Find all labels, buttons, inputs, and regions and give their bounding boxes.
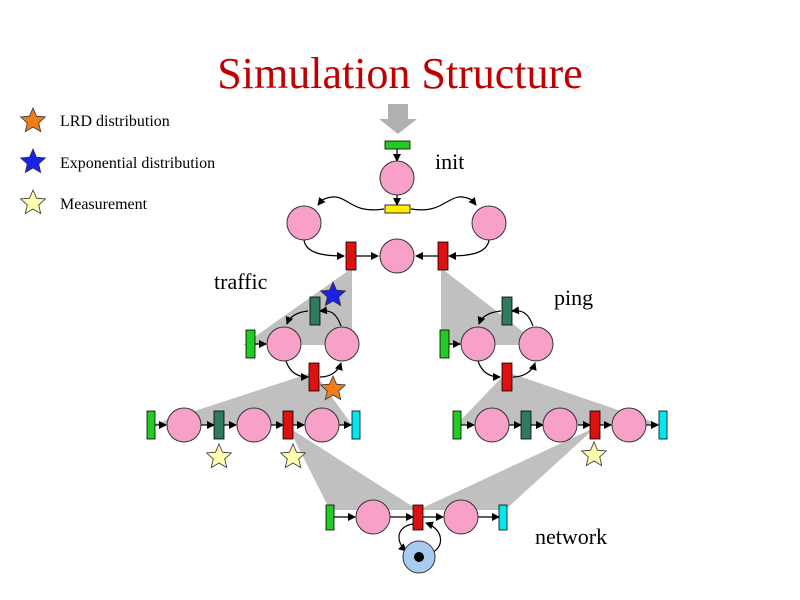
transition-ping-row-in: [452, 410, 462, 440]
section-label-network: network: [535, 524, 607, 549]
section-label-init: init: [435, 149, 464, 174]
arc: [477, 360, 501, 381]
orange-star-icon: [319, 374, 347, 401]
arc: [319, 306, 342, 327]
transition-traffic-upper: [309, 296, 321, 326]
arc: [303, 239, 345, 260]
transition-ping-row-red: [589, 410, 601, 440]
transition-init-join-right: [437, 241, 449, 271]
arc: [285, 310, 309, 325]
arc: [448, 239, 490, 260]
place-traffic-row-1: [166, 407, 202, 443]
place-ping-row-2: [542, 407, 578, 443]
place-ping-row-3: [611, 407, 647, 443]
arc: [285, 360, 309, 381]
places: [166, 160, 647, 535]
yellow-star-icon: [279, 442, 307, 469]
transition-ping-lower: [501, 362, 513, 392]
place-traffic-left: [266, 326, 302, 362]
place-init-right: [471, 205, 507, 241]
arc: [410, 196, 477, 211]
legend-label-exponential: Exponential distribution: [60, 155, 215, 172]
transition-ping-in: [439, 329, 450, 359]
token-dot: [414, 552, 424, 562]
transitions: [146, 140, 668, 531]
traffic-network-shade: [288, 427, 418, 510]
ping-expansion-shade: [441, 268, 540, 345]
transition-traffic-row-in: [146, 410, 156, 440]
arc: [317, 196, 385, 211]
section-label-ping: ping: [554, 285, 593, 310]
legend-item-exponential: Exponential distribution: [19, 147, 215, 174]
diagram-stars: [205, 280, 608, 469]
transition-traffic-row-out: [351, 410, 361, 440]
yellow-star-icon: [580, 440, 608, 467]
transition-ping-upper: [501, 296, 513, 326]
diagram-title: Simulation Structure: [217, 49, 582, 98]
transition-traffic-in: [245, 329, 256, 359]
place-init: [379, 160, 415, 196]
arcs: [155, 149, 659, 554]
legend-item-measurement: Measurement: [19, 188, 148, 215]
transition-init-split: [384, 204, 411, 214]
legend-item-lrd: LRD distribution: [19, 106, 170, 133]
yellow-star-icon: [205, 442, 233, 469]
transition-traffic-row-teal: [213, 410, 225, 440]
traffic-expansion-shade: [243, 268, 352, 345]
transition-ping-row-out: [658, 410, 668, 440]
arc: [511, 306, 534, 327]
place-ping-row-1: [474, 407, 510, 443]
token-place: [402, 540, 436, 574]
arc: [477, 310, 502, 325]
transition-network-in: [325, 504, 335, 531]
legend-label-measurement: Measurement: [60, 196, 148, 213]
transition-ping-row-teal: [520, 410, 532, 440]
transition-traffic-lower: [308, 362, 320, 392]
orange-star-icon: [19, 106, 47, 133]
place-traffic-row-2: [236, 407, 272, 443]
transition-init-join-left: [345, 241, 357, 271]
legend: LRD distribution Exponential distributio…: [19, 106, 215, 215]
traffic-source-shade: [152, 372, 352, 425]
place-traffic-row-3: [304, 407, 340, 443]
place-ping-left: [460, 326, 496, 362]
place-center: [379, 238, 415, 274]
transition-network-red: [412, 504, 424, 531]
legend-label-lrd: LRD distribution: [60, 113, 170, 130]
arc: [398, 523, 414, 552]
section-label-traffic: traffic: [214, 269, 268, 294]
arc: [319, 362, 343, 378]
transition-init-start: [384, 140, 411, 150]
blue-star-icon: [19, 147, 47, 174]
ping-network-shade: [418, 427, 596, 510]
yellow-star-icon: [19, 188, 47, 215]
transition-network-out: [498, 504, 508, 531]
place-init-left: [286, 205, 322, 241]
transition-traffic-row-red: [282, 410, 294, 440]
place-traffic-right: [324, 326, 360, 362]
arc: [512, 362, 537, 378]
place-network-1: [355, 499, 391, 535]
blue-star-icon: [319, 280, 347, 307]
place-ping-right: [518, 326, 554, 362]
entry-arrow: [379, 104, 417, 134]
place-network-2: [443, 499, 479, 535]
